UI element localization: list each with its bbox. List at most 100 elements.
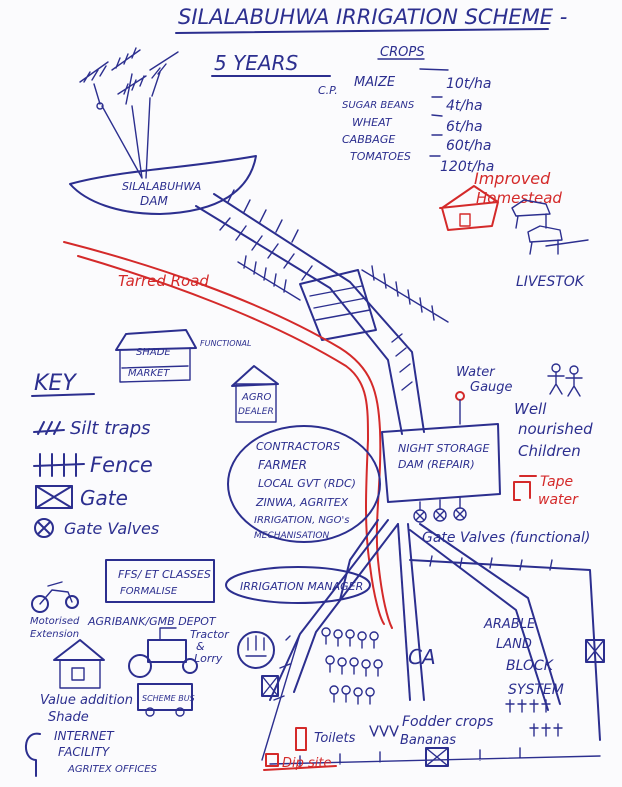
tractor-line1: Tractor bbox=[190, 628, 230, 641]
shade-market-label1: SHADE bbox=[136, 347, 171, 358]
crop-name: TOMATOES bbox=[350, 150, 411, 163]
fence-symbol bbox=[33, 453, 85, 477]
silt-traps-top bbox=[79, 47, 179, 179]
toilets-label: Toilets bbox=[314, 731, 356, 746]
tarred-road-right-edge bbox=[77, 255, 385, 625]
shade-market-walls bbox=[119, 347, 191, 383]
extension-line1: Motorised bbox=[30, 616, 80, 627]
ca-label: CA bbox=[408, 645, 436, 669]
key-item-fence: Fence bbox=[90, 453, 153, 477]
tape-water-line1: Tape bbox=[540, 474, 573, 490]
livestock-label: LIVESTOK bbox=[516, 274, 586, 290]
years-label: 5 YEARS bbox=[214, 51, 299, 75]
stakeholder-item: FARMER bbox=[258, 458, 307, 472]
children-line1: Well bbox=[514, 400, 547, 418]
field-gate-bottom bbox=[425, 747, 449, 767]
agribank-label: AGRIBANK/GMB DEPOT bbox=[87, 615, 217, 628]
scheme-bus-label: SCHEME BUS bbox=[142, 694, 195, 703]
children-icon bbox=[547, 363, 583, 397]
irrigation-manager-label: IRRIGATION MANAGER bbox=[240, 580, 363, 593]
internet-line1: INTERNET bbox=[54, 729, 115, 743]
ca-field-trees bbox=[321, 627, 383, 705]
key-item-gate: Gate bbox=[80, 486, 128, 510]
silt-trap-symbol bbox=[33, 421, 65, 435]
main-canal bbox=[195, 189, 425, 435]
arable-line1: ARABLE bbox=[483, 617, 536, 632]
night-storage-line1: NIGHT STORAGE bbox=[398, 442, 490, 455]
homestead-label-line2: Homestead bbox=[476, 189, 562, 207]
dam-label-line1: SILALABUHWA bbox=[122, 180, 201, 193]
motorbike-icon bbox=[31, 581, 79, 613]
shade-market-functional: FUNCTIONAL bbox=[200, 339, 251, 348]
toilet-icon bbox=[295, 727, 307, 751]
arable-line3: BLOCK bbox=[506, 658, 555, 674]
night-storage-line2: DAM (REPAIR) bbox=[398, 458, 475, 471]
stakeholders-ellipse bbox=[227, 425, 381, 543]
stakeholder-item: MECHANISATION bbox=[254, 531, 329, 541]
stakeholder-item: LOCAL GVT (RDC) bbox=[258, 477, 356, 490]
homestead-house-icon bbox=[439, 185, 499, 231]
dam-label-line2: DAM bbox=[140, 194, 168, 208]
crop-name: MAIZE bbox=[354, 75, 396, 90]
tractor-line2: & bbox=[196, 640, 205, 653]
arable-line2: LAND bbox=[496, 637, 532, 652]
agro-dealer-line2: DEALER bbox=[238, 407, 274, 417]
internet-line3: AGRITEX OFFICES bbox=[67, 764, 158, 775]
water-gauge-icon bbox=[455, 391, 465, 401]
crops-table: MAIZE 10t/ha SUGAR BEANS 4t/ha WHEAT 6t/… bbox=[342, 68, 494, 175]
tarred-road-label: Tarred Road bbox=[118, 272, 209, 290]
fodder-line2: Bananas bbox=[400, 733, 456, 748]
water-gauge-line2: Gauge bbox=[470, 380, 513, 395]
value-addition-roof bbox=[53, 639, 105, 661]
key-item-silt-traps: Silt traps bbox=[70, 418, 151, 439]
key-legend: KEY Silt traps Fence Gate Gate Valves bbox=[31, 371, 159, 538]
arable-line4: SYSTEM bbox=[508, 682, 564, 698]
cp-label: C.P. bbox=[318, 84, 338, 97]
ffs-line1: FFS/ ET CLASSES bbox=[118, 568, 211, 581]
crop-name: WHEAT bbox=[352, 116, 393, 129]
shade-market-label2: MARKET bbox=[128, 368, 170, 379]
dip-site-label: Dip site bbox=[282, 756, 332, 771]
key-title: KEY bbox=[34, 371, 77, 396]
field-canals bbox=[261, 519, 601, 767]
homestead-label-line1: Improved bbox=[474, 169, 551, 188]
scheme-bus bbox=[137, 683, 193, 711]
stakeholder-item: CONTRACTORS bbox=[256, 440, 340, 453]
tractor-icon bbox=[128, 627, 198, 678]
homestead-door bbox=[459, 213, 471, 227]
gate-valve-symbol bbox=[34, 518, 54, 538]
central-field-lines bbox=[309, 285, 371, 321]
stakeholder-item: IRRIGATION, NGO's bbox=[254, 515, 349, 526]
tarred-road-left-edge bbox=[63, 241, 393, 629]
agro-dealer-roof bbox=[231, 365, 279, 387]
water-gauge-line1: Water bbox=[456, 365, 496, 380]
crop-yield: 60t/ha bbox=[446, 138, 491, 154]
crop-name: SUGAR BEANS bbox=[342, 100, 415, 111]
arable-crop-marks bbox=[505, 699, 563, 737]
tractor-line3: Lorry bbox=[194, 652, 223, 665]
agro-dealer-line1: AGRO bbox=[241, 392, 272, 403]
crops-header: CROPS bbox=[380, 45, 424, 60]
value-addition-line1: Value addition bbox=[40, 693, 133, 708]
central-field-block bbox=[299, 269, 377, 341]
children-line3: Children bbox=[518, 442, 581, 460]
key-item-gate-valves: Gate Valves bbox=[64, 519, 159, 538]
agro-dealer-building bbox=[235, 383, 277, 423]
group-circle bbox=[237, 631, 275, 669]
ffs-line2: FORMALISE bbox=[120, 586, 178, 597]
extension-line2: Extension bbox=[30, 629, 79, 640]
field-gate-left bbox=[261, 675, 279, 697]
stakeholder-item: ZINWA, AGRITEX bbox=[255, 496, 349, 509]
fodder-icon bbox=[369, 725, 399, 737]
tape-water-line2: water bbox=[538, 492, 579, 508]
internet-line2: FACILITY bbox=[58, 745, 111, 759]
tap-icon bbox=[513, 475, 537, 501]
title-underline bbox=[175, 28, 549, 34]
shade-market-roof bbox=[115, 329, 197, 351]
gate-symbol bbox=[35, 485, 73, 509]
gate-valves-functional-label: Gate Valves (functional) bbox=[422, 530, 590, 546]
night-storage-dam bbox=[381, 423, 501, 503]
crop-dashes bbox=[419, 68, 449, 157]
